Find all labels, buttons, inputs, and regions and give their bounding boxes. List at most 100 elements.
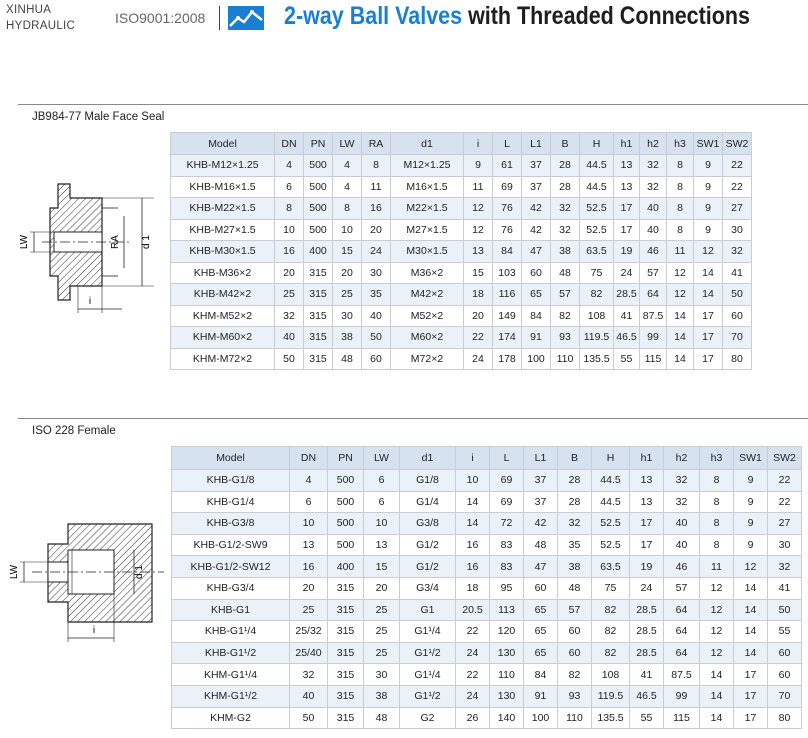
cell-ra: 16 [361, 197, 391, 220]
cell-l1: 100 [521, 347, 551, 370]
column-header-lw: LW [363, 446, 400, 470]
cell-l: 110 [489, 663, 524, 686]
cell-h3: 12 [699, 641, 734, 665]
page-header: XINHUA HYDRAULIC ISO9001:2008 2-way Ball… [0, 0, 808, 40]
cell-h2: 57 [639, 261, 667, 284]
cell-lw: 6 [363, 469, 400, 492]
cell-model: KHB-G1/2-SW9 [171, 533, 290, 557]
cell-h3: 12 [666, 261, 694, 284]
cell-h1: 17 [613, 197, 640, 220]
cell-i: 20 [463, 304, 493, 327]
cell-sw2: 60 [722, 304, 752, 327]
cell-dn: 20 [274, 261, 304, 284]
cell-h2: 115 [639, 347, 667, 370]
cell-sw1: 9 [733, 469, 768, 492]
cell-pn: 500 [303, 154, 333, 177]
cell-dn: 16 [274, 240, 304, 263]
cell-sw2: 27 [722, 197, 752, 220]
cell-b: 32 [557, 512, 592, 535]
cell-i: 22 [463, 326, 493, 349]
cell-l1: 84 [521, 304, 551, 327]
cell-dn: 25/32 [289, 620, 328, 643]
cell-sw2: 50 [722, 283, 752, 306]
cell-h2: 64 [663, 641, 700, 665]
cell-sw1: 17 [733, 684, 768, 708]
cell-pn: 500 [327, 469, 364, 492]
cell-l: 174 [492, 326, 522, 349]
cell-h1: 19 [629, 555, 664, 578]
cell-h: 44.5 [579, 154, 614, 177]
column-header-sw2: SW2 [767, 446, 802, 470]
cell-d1: G1/2 [399, 533, 456, 557]
cell-model: KHB-G1¹/2 [171, 641, 290, 665]
cell-h3: 8 [699, 490, 734, 514]
cell-d1: G2 [399, 706, 456, 730]
cell-h: 82 [591, 620, 630, 643]
cell-lw: 25 [363, 620, 400, 643]
cell-h1: 17 [629, 512, 664, 535]
cell-l1: 65 [523, 598, 558, 622]
cell-i: 9 [463, 154, 493, 177]
section-1-divider [18, 104, 808, 105]
cell-i: 16 [455, 555, 490, 578]
cell-dn: 50 [289, 706, 328, 730]
cell-sw1: 9 [693, 197, 723, 220]
cell-model: KHB-G3/4 [171, 576, 290, 600]
cell-sw1: 9 [733, 512, 768, 535]
cell-lw: 13 [363, 533, 400, 557]
column-header-h3: h3 [699, 446, 734, 470]
cell-b: 28 [557, 469, 592, 492]
cell-h: 52.5 [591, 512, 630, 535]
cell-l1: 37 [523, 469, 558, 492]
cell-h: 108 [579, 304, 614, 327]
cell-ra: 8 [361, 154, 391, 177]
cell-h3: 8 [666, 154, 694, 177]
column-header-h: H [591, 446, 630, 470]
cell-pn: 315 [327, 576, 364, 600]
cell-l1: 65 [523, 641, 558, 665]
cell-sw1: 12 [693, 240, 723, 263]
cell-i: 16 [455, 533, 490, 557]
cell-lw: 10 [332, 218, 362, 241]
cell-h2: 99 [663, 684, 700, 708]
cell-b: 110 [550, 347, 580, 370]
cell-h: 75 [579, 261, 614, 284]
cell-h3: 8 [699, 512, 734, 535]
cell-h3: 8 [699, 469, 734, 492]
cell-h: 52.5 [579, 197, 614, 220]
cell-h: 75 [591, 576, 630, 600]
cell-h1: 13 [613, 154, 640, 177]
cell-h2: 40 [663, 533, 700, 557]
cell-l: 130 [489, 684, 524, 708]
cell-lw: 20 [363, 576, 400, 600]
cell-h1: 55 [629, 706, 664, 730]
cell-model: KHM-M60×2 [170, 326, 275, 349]
cell-i: 20.5 [455, 598, 490, 622]
cell-l: 84 [492, 240, 522, 263]
cell-l1: 60 [521, 261, 551, 284]
cell-pn: 500 [303, 175, 333, 198]
cell-i: 24 [463, 347, 493, 370]
column-header-sw2: SW2 [722, 132, 752, 155]
cell-ra: 11 [361, 175, 391, 198]
cell-h3: 8 [699, 533, 734, 557]
column-header-l: L [489, 446, 524, 470]
cell-b: 32 [550, 197, 580, 220]
cell-sw2: 22 [722, 175, 752, 198]
cell-i: 22 [455, 620, 490, 643]
cell-lw: 10 [363, 512, 400, 535]
cell-h3: 14 [666, 347, 694, 370]
cell-lw: 25 [363, 641, 400, 665]
cell-ra: 30 [361, 261, 391, 284]
cell-dn: 25/40 [289, 641, 328, 665]
cell-sw2: 30 [722, 218, 752, 241]
cell-h1: 41 [629, 663, 664, 686]
cell-h2: 46 [639, 240, 667, 263]
cell-l1: 47 [523, 555, 558, 578]
